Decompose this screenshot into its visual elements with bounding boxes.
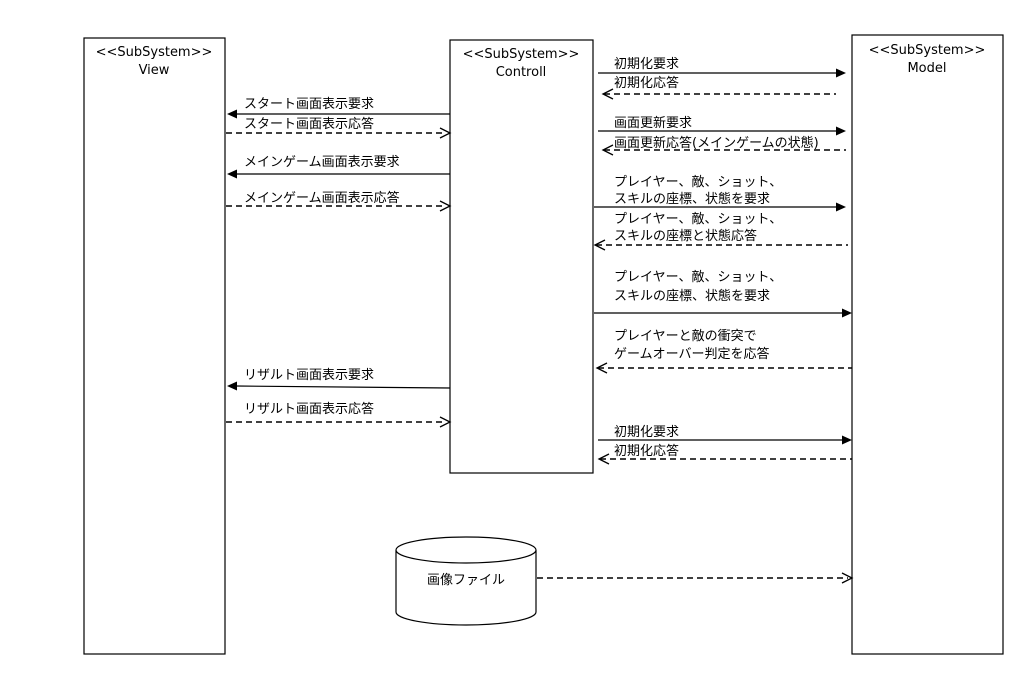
- view-name: View: [139, 63, 170, 78]
- view-subsystem: <<SubSystem>> View: [83, 37, 226, 655]
- arrowhead-filled: [836, 68, 846, 78]
- msg-text-line1: プレイヤー、敵、ショット、: [614, 269, 782, 285]
- controll-name: Controll: [496, 65, 547, 80]
- model-box: [851, 34, 1004, 655]
- arrowhead-filled: [842, 435, 852, 445]
- arrowhead-open: [597, 453, 610, 465]
- msg-text-line1: プレイヤー、敵、ショット、: [614, 211, 782, 227]
- message-result-display-response: リザルト画面表示応答: [226, 401, 452, 428]
- message-main-display-response: メインゲーム画面表示応答: [226, 190, 452, 212]
- arrowhead-filled: [836, 126, 846, 136]
- message-state-response: プレイヤー、敵、ショット、 スキルの座標と状態応答: [593, 211, 848, 251]
- msg-line: [235, 385, 451, 389]
- msg-text-line2: スキルの座標と状態応答: [614, 228, 757, 244]
- message-init-response-1: 初期化応答: [601, 75, 836, 100]
- datastore-label: 画像ファイル: [427, 573, 505, 588]
- msg-text-line1: プレイヤーと敵の衝突で: [614, 328, 757, 344]
- msg-text: メインゲーム画面表示要求: [244, 155, 400, 170]
- message-start-display-request: スタート画面表示要求: [227, 97, 450, 119]
- message-screen-update-request: 画面更新要求: [598, 115, 846, 136]
- msg-text: 初期化応答: [614, 75, 679, 91]
- arrowhead-filled: [227, 169, 237, 179]
- controll-stereotype: <<SubSystem>>: [463, 47, 580, 62]
- msg-text-line2: ゲームオーバー判定を応答: [614, 346, 769, 362]
- model-name: Model: [907, 61, 946, 76]
- msg-text: スタート画面表示応答: [244, 116, 374, 132]
- model-subsystem: <<SubSystem>> Model: [851, 34, 1004, 655]
- arrowhead-open: [439, 200, 452, 212]
- msg-text-line1: プレイヤー、敵、ショット、: [614, 174, 782, 190]
- message-result-display-request: リザルト画面表示要求: [227, 368, 451, 391]
- arrowhead-filled: [227, 109, 237, 119]
- message-state-request-1: プレイヤー、敵、ショット、 スキルの座標、状態を要求: [594, 174, 846, 212]
- msg-text: スタート画面表示要求: [244, 97, 374, 112]
- arrowhead-filled: [227, 381, 237, 391]
- view-box: [83, 37, 226, 655]
- msg-text: メインゲーム画面表示応答: [244, 190, 400, 206]
- controll-box: [449, 39, 594, 474]
- msg-text: リザルト画面表示要求: [244, 368, 374, 383]
- msg-text: 画面更新要求: [614, 115, 692, 131]
- msg-text: 初期化要求: [614, 425, 679, 440]
- msg-text-line2: スキルの座標、状態を要求: [614, 191, 770, 207]
- cylinder-body: [395, 550, 537, 626]
- arrowhead-open: [439, 416, 452, 428]
- controll-subsystem: <<SubSystem>> Controll: [449, 39, 594, 474]
- view-stereotype: <<SubSystem>>: [96, 45, 213, 60]
- msg-text: 初期化要求: [614, 57, 679, 72]
- message-state-request-2: プレイヤー、敵、ショット、 スキルの座標、状態を要求: [594, 269, 852, 318]
- message-start-display-response: スタート画面表示応答: [226, 116, 452, 139]
- message-main-display-request: メインゲーム画面表示要求: [227, 155, 450, 179]
- message-init-response-2: 初期化応答: [597, 443, 852, 465]
- image-file-datastore: 画像ファイル: [395, 536, 537, 626]
- arrowhead-open: [601, 144, 614, 156]
- message-init-request-2: 初期化要求: [598, 425, 852, 445]
- arrowhead-open: [439, 127, 452, 139]
- cylinder-top: [395, 536, 537, 564]
- msg-text: リザルト画面表示応答: [244, 401, 374, 417]
- message-image-file-to-model: [537, 572, 854, 584]
- arrowhead-filled: [842, 308, 852, 318]
- msg-text-line2: スキルの座標、状態を要求: [614, 288, 770, 304]
- message-collision-response: プレイヤーと敵の衝突で ゲームオーバー判定を応答: [595, 328, 852, 374]
- model-stereotype: <<SubSystem>>: [869, 43, 986, 58]
- arrowhead-filled: [836, 202, 846, 212]
- message-screen-update-response: 画面更新応答(メインゲームの状態): [601, 135, 846, 156]
- arrowhead-open: [841, 572, 854, 584]
- arrowhead-open: [601, 88, 614, 100]
- msg-text: 画面更新応答(メインゲームの状態): [614, 135, 819, 151]
- msg-text: 初期化応答: [614, 443, 679, 459]
- arrowhead-open: [595, 362, 608, 374]
- message-init-request-1: 初期化要求: [598, 57, 846, 78]
- arrowhead-open: [593, 239, 606, 251]
